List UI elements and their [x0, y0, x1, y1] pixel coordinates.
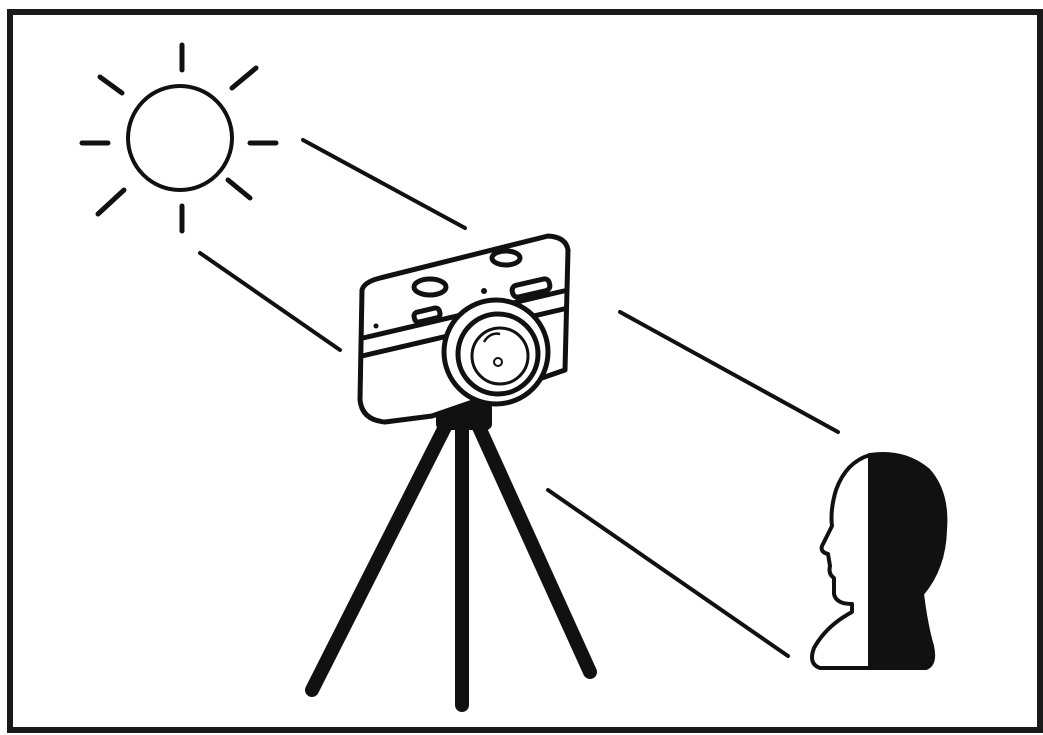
camera-indicator-dot — [481, 288, 487, 294]
camera-viewfinder — [413, 307, 441, 323]
camera-lens-glass — [472, 328, 528, 384]
subject-shadow-side — [870, 454, 945, 668]
sun-ray — [98, 190, 124, 214]
sun-ray — [232, 68, 256, 88]
ray-sun-camera-bottom — [200, 253, 340, 350]
ray-camera-subject-top — [620, 312, 838, 432]
ray-camera-subject-bottom — [548, 490, 788, 656]
camera-icon — [360, 236, 568, 422]
ray-sun-camera-top — [303, 140, 465, 228]
sun-ray — [228, 180, 250, 198]
camera-shutter-dial — [414, 279, 446, 295]
tripod-icon — [312, 402, 590, 705]
sun-ray — [100, 77, 122, 93]
person-silhouette-icon — [812, 454, 945, 668]
tripod-leg-left — [312, 425, 446, 690]
subject-lit-side — [812, 455, 870, 668]
camera-strap-lug — [374, 324, 379, 329]
sun-icon — [82, 45, 276, 231]
camera-top-dial — [492, 251, 520, 265]
tripod-leg-right — [478, 425, 590, 672]
sun-disc — [128, 86, 232, 190]
